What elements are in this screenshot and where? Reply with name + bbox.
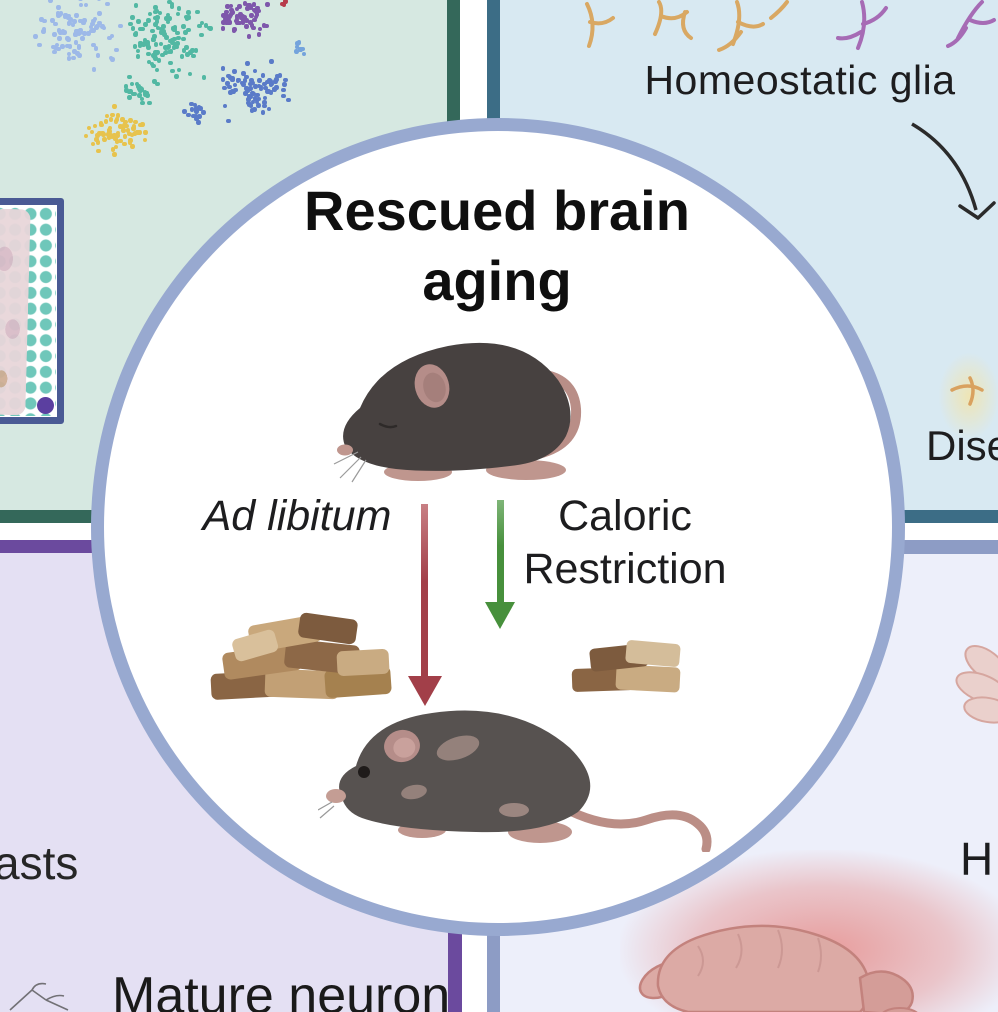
caloric-restriction-arrowhead — [485, 602, 515, 629]
homeostatic-glia-label: Homeostatic glia — [644, 57, 956, 103]
caloric-restriction-label: Caloric Restriction — [523, 492, 727, 593]
curved-arrow-icon — [911, 122, 996, 220]
purple-well-icon — [37, 397, 54, 414]
umap-clusters — [0, 0, 447, 510]
ad-libitum-label: Ad libitum — [202, 492, 392, 540]
glia-branch-purple-icon — [836, 0, 996, 50]
food-pellets-small-icon — [571, 640, 681, 693]
tissue-section — [0, 208, 31, 416]
well-plate-icon — [0, 198, 64, 424]
mature-neurons-label: Mature neurons — [112, 967, 462, 1012]
rescued-mouse-icon — [318, 710, 712, 852]
diseased-glia-glow — [938, 352, 998, 440]
aged-mouse-icon — [333, 342, 582, 483]
blasts-cutoff-label: asts — [0, 837, 79, 889]
ad-libitum-arrow — [421, 504, 428, 676]
diseased-glia-branch-icon — [950, 376, 984, 406]
ad-libitum-arrowhead — [408, 676, 442, 706]
pink-tissue-edge-icon — [955, 645, 998, 724]
neuron-sketch-icon — [9, 982, 69, 1011]
food-pellets-large-icon — [210, 612, 392, 700]
inflamed-brain-icon — [638, 924, 918, 1012]
center-title: Rescued brain aging — [304, 179, 690, 312]
glia-branch-orange-icon — [585, 0, 789, 52]
diseased-cutoff-label: Dise — [926, 422, 998, 469]
caloric-restriction-arrow — [497, 500, 504, 602]
